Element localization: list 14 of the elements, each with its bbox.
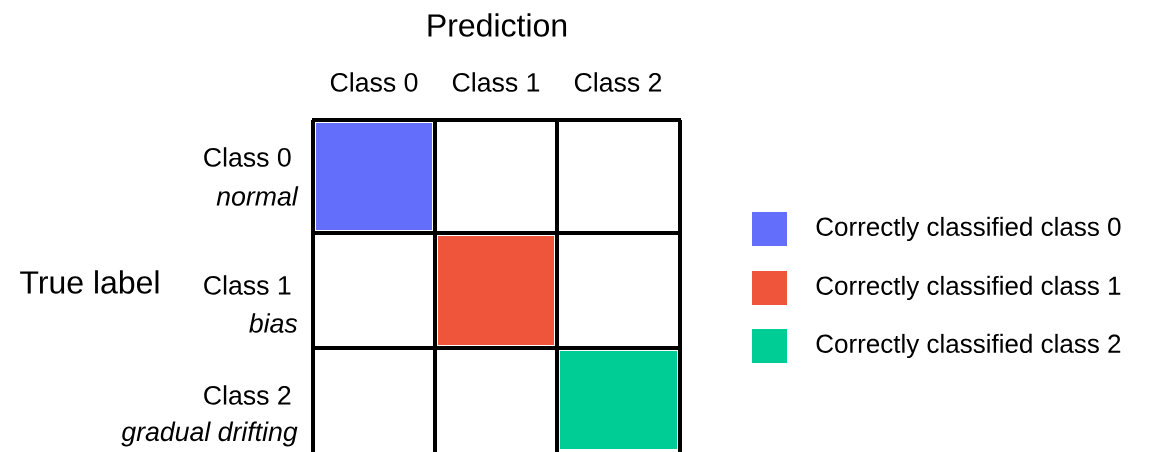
row-label: Class 2 [204,385,291,405]
column-label: Class 1 [452,72,540,92]
row-description: normal [216,186,299,206]
legend-label: Correctly classified class 1 [816,275,1121,301]
axis-title: True label [20,270,159,294]
row-description: gradual drifting [121,421,298,447]
axis-title: Prediction [428,13,567,37]
column-label: Class 2 [574,72,662,92]
row-label: Class 1 [204,275,291,295]
row-description: bias [249,313,298,333]
row-label: Class 0 [204,147,291,167]
legend-label: Correctly classified class 0 [816,216,1121,242]
column-label: Class 0 [330,72,418,92]
legend-label: Correctly classified class 2 [816,333,1121,359]
